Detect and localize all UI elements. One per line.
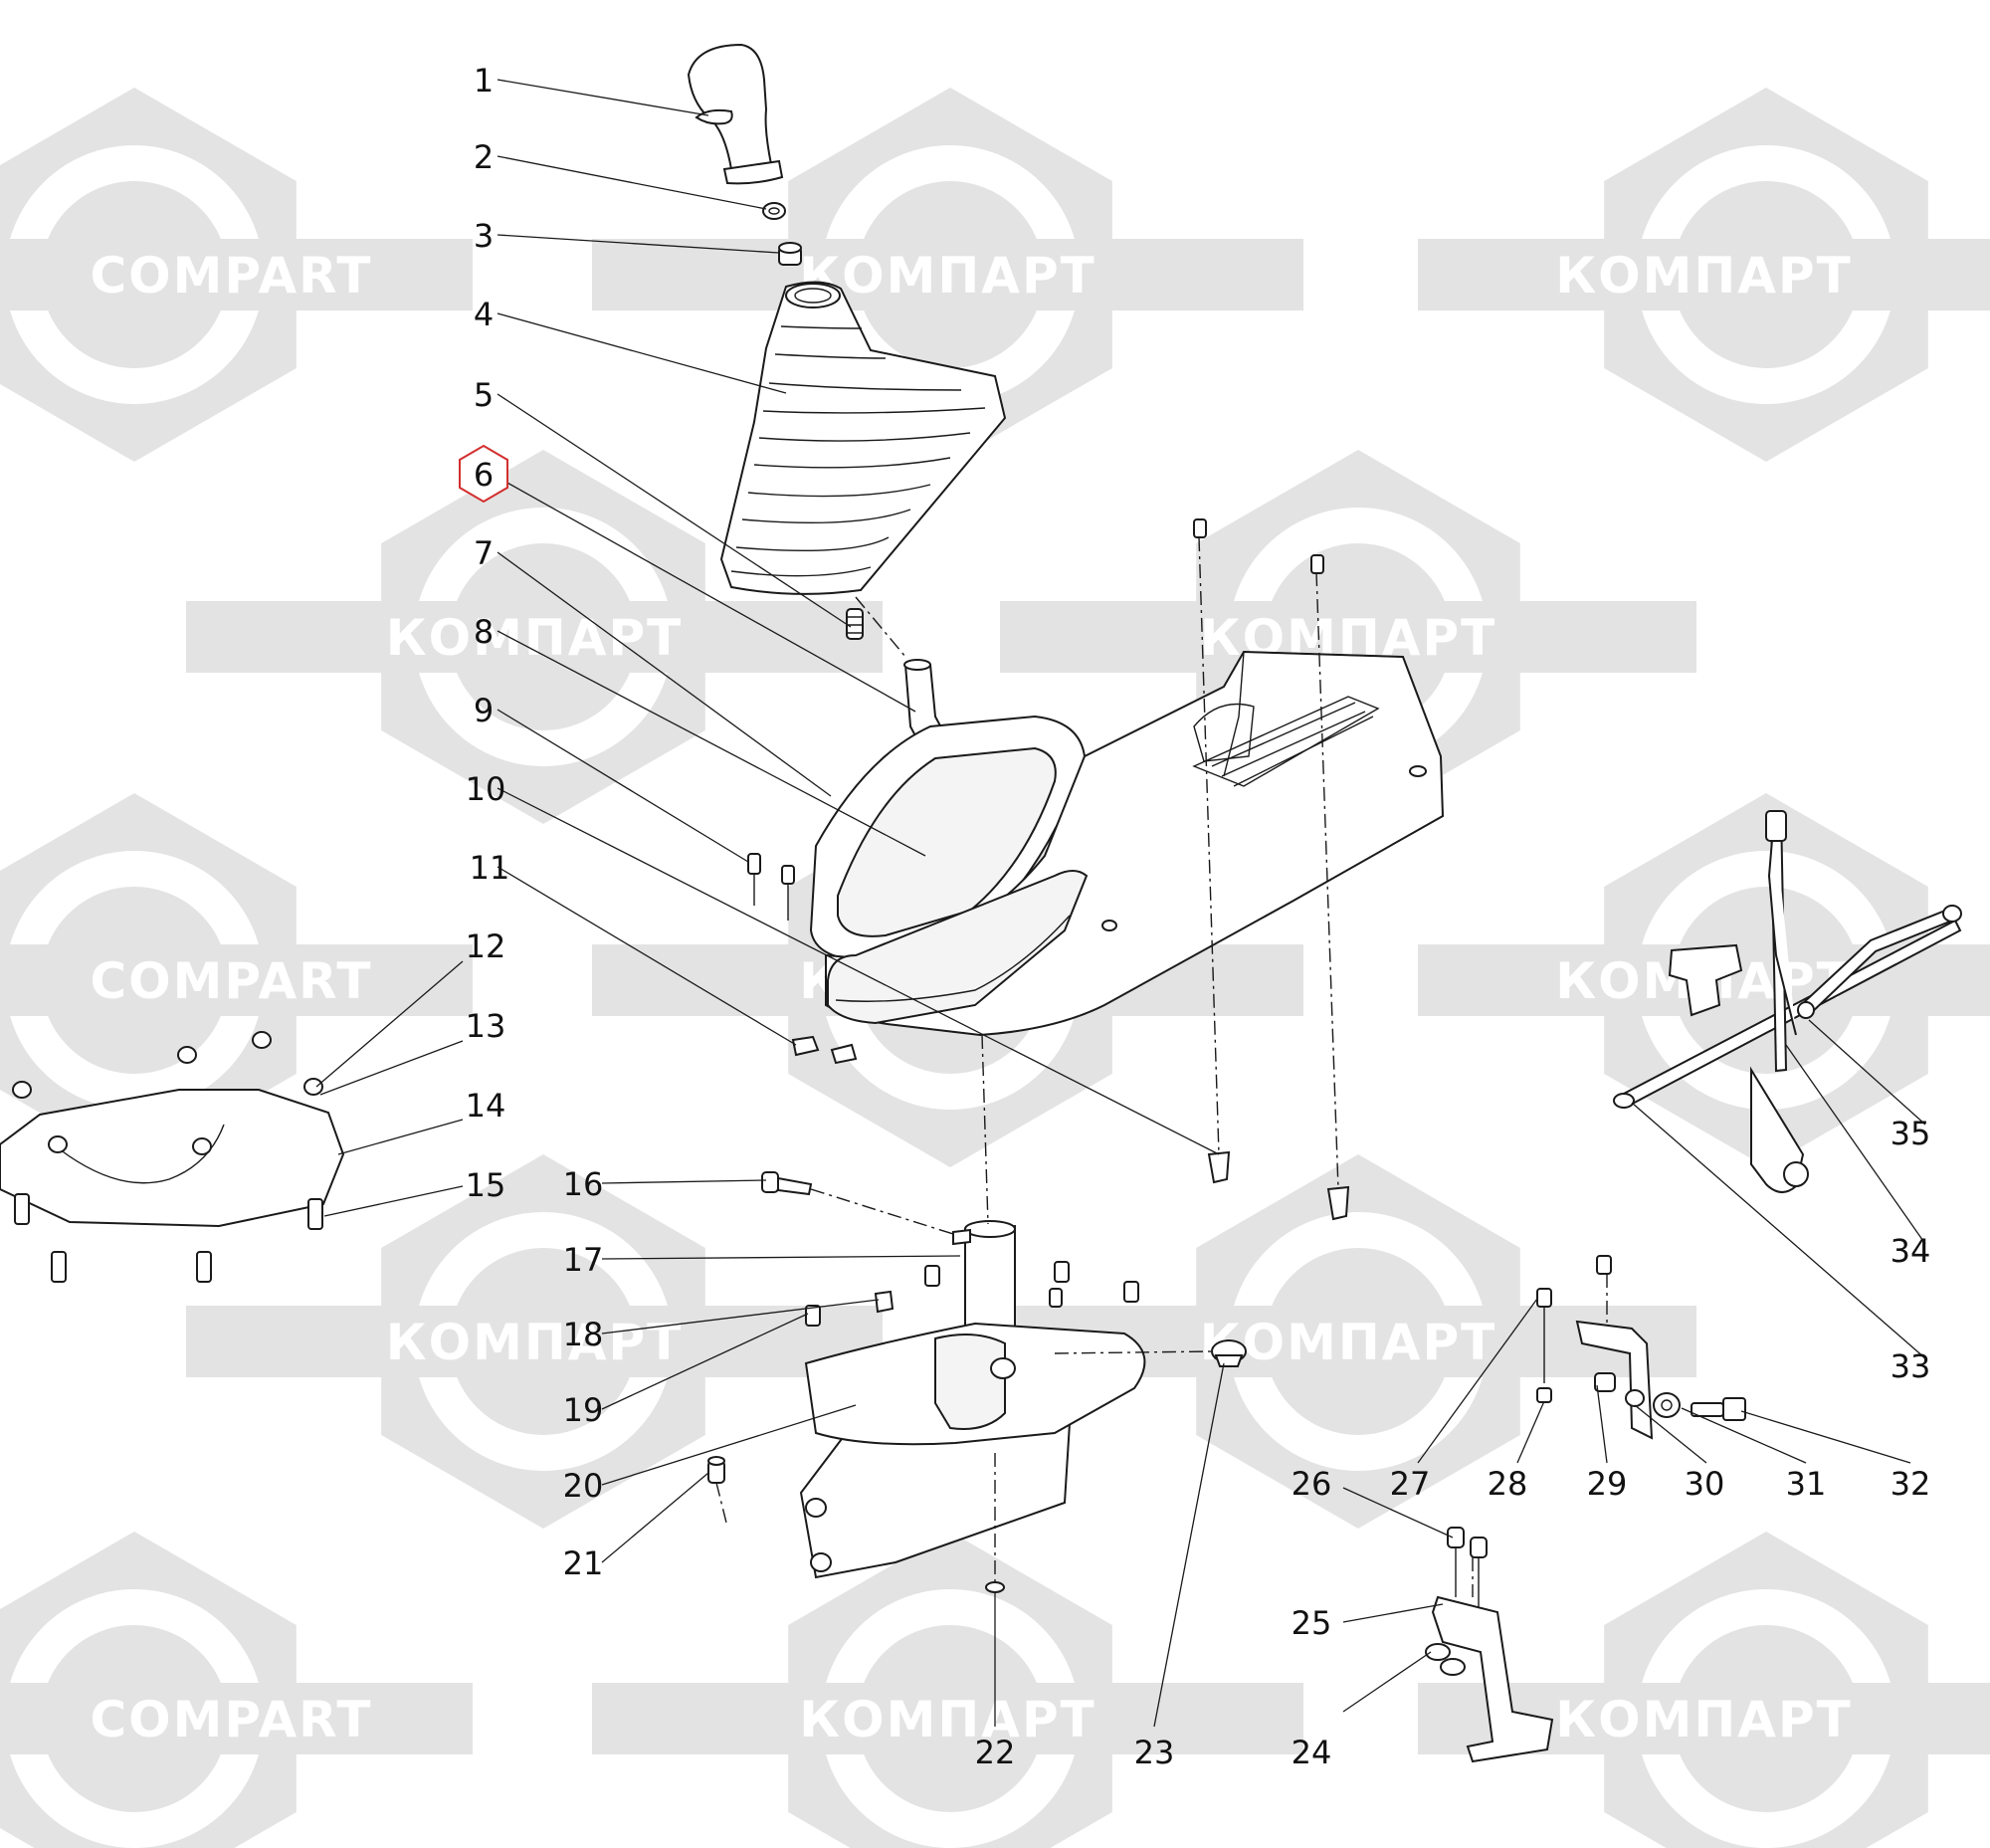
watermark-band [592,239,1303,310]
watermark-text: КОМПАРТ [799,247,1095,305]
callout-label-10: 10 [466,770,506,808]
callout-label-17: 17 [563,1241,604,1279]
watermark-text: COMPART [90,247,372,305]
part-shift-boot [719,281,1007,595]
callout-label-4: 4 [474,296,494,333]
callout-label-23: 23 [1134,1734,1175,1771]
watermark-text: КОМПАРТ [1200,1314,1496,1371]
part-ring [762,202,786,220]
watermark-band [0,239,473,310]
part-boot-clip [846,608,864,640]
watermark-text: COMPART [90,1691,372,1748]
part-washer-22 [985,1581,1005,1593]
part-center-console [825,650,1445,1037]
watermark-band [186,1306,883,1377]
watermark-band [0,944,473,1016]
part-shift-knob [687,43,784,185]
callout-label-5: 5 [474,376,494,414]
watermark-band [0,1683,473,1754]
part-bracket-upper [1536,1255,1746,1440]
watermark-text: КОМПАРТ [386,609,683,667]
part-bolt-16 [761,1171,813,1196]
callout-label-24: 24 [1292,1734,1332,1771]
callout-label-27: 27 [1390,1465,1431,1503]
callout-label-29: 29 [1587,1465,1628,1503]
callout-label-20: 20 [563,1467,604,1505]
watermark-text: КОМПАРТ [1555,1691,1852,1748]
callout-label-28: 28 [1488,1465,1528,1503]
callout-label-1: 1 [474,62,494,100]
callout-label-19: 19 [563,1391,604,1429]
watermark-text: КОМПАРТ [799,1691,1095,1748]
watermark-text: КОМПАРТ [386,1314,683,1371]
part-cover-plate [0,1031,345,1283]
watermark-text: COMPART [90,952,372,1010]
callout-label-33: 33 [1890,1347,1931,1385]
callout-label-8: 8 [474,613,494,651]
axis-lines [715,536,1608,1597]
leader-lines [315,79,1926,1728]
callout-label-9: 9 [474,692,494,729]
part-plug-23 [1211,1339,1247,1367]
part-console-screws [1193,518,1324,574]
callout-label-13: 13 [466,1007,506,1045]
callout-label-12: 12 [466,927,506,965]
part-bracket-lower [1425,1527,1554,1763]
callout-label-18: 18 [563,1316,604,1353]
callout-label-25: 25 [1292,1604,1332,1642]
part-shift-cables [1613,810,1962,1193]
callout-label-32: 32 [1890,1465,1931,1503]
part-console-nuts [1207,1150,1350,1221]
watermark-text: КОМПАРТ [1555,247,1852,305]
callout-label-22: 22 [975,1734,1016,1771]
callout-label-6: 6 [474,456,494,494]
part-clips [791,1035,858,1065]
callout-label-14: 14 [466,1087,506,1125]
watermark-band [592,1683,1303,1754]
part-bushing [778,242,802,266]
callout-label-35: 35 [1890,1115,1931,1152]
callout-label-16: 16 [563,1165,604,1203]
callout-label-34: 34 [1890,1232,1931,1270]
part-bushing-21 [707,1456,725,1484]
callout-label-3: 3 [474,217,494,255]
parts-layer [0,43,1962,1763]
callout-label-11: 11 [470,849,510,887]
part-screws-9-10 [747,853,795,921]
callout-label-7: 7 [474,534,494,572]
callout-label-21: 21 [563,1544,604,1582]
part-shifter-housing [799,1220,1146,1579]
callout-label-2: 2 [474,138,494,176]
callout-label-30: 30 [1685,1465,1725,1503]
callout-label-31: 31 [1786,1465,1827,1503]
callout-label-15: 15 [466,1166,506,1204]
selected-part-highlight [459,444,508,504]
callout-label-26: 26 [1292,1465,1332,1503]
watermark-band [186,601,883,673]
watermark-band [1418,239,1990,310]
